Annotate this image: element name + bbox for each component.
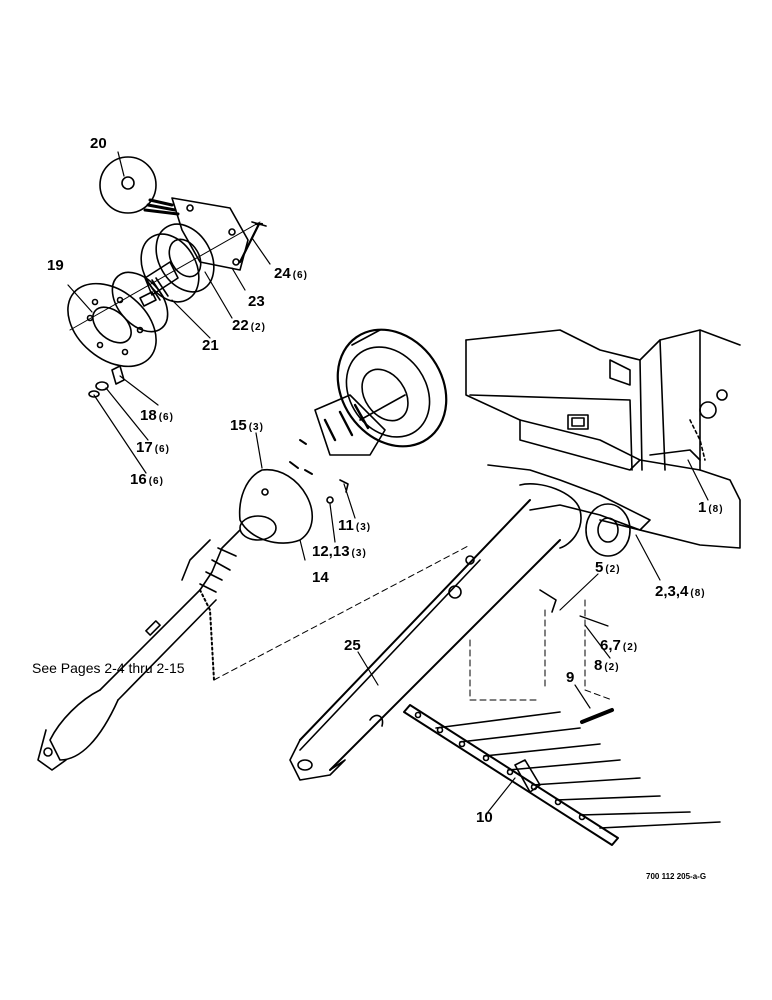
tine-bar [403,704,721,846]
callout-2-3-4: 2,3,4(8) [655,583,706,600]
callout-16: 16(6) [130,471,164,488]
callout-15: 15(3) [230,417,264,434]
callout-24: 24(6) [274,265,308,282]
hub-assembly [67,156,267,398]
see-pages-note: See Pages 2-4 thru 2-15 [32,660,185,676]
drawing-reference-number: 700 112 205-a-G [646,872,707,881]
leader-lines [67,151,709,813]
callout-9: 9 [566,669,575,686]
callout-23: 23 [248,293,265,310]
callout-21: 21 [202,337,219,354]
callout-25: 25 [344,637,361,654]
callout-19: 19 [47,257,64,274]
machine-frame [465,329,741,549]
wheel-tire [238,328,448,544]
callout-22: 22(2) [232,317,266,334]
callout-17: 17(6) [136,439,170,456]
alignment-lines [213,544,613,701]
callout-6-7: 6,7(2) [600,637,639,654]
callout-8: 8(2) [594,657,620,674]
callout-14: 14 [312,569,329,586]
callout-12-13: 12,13(3) [312,543,367,560]
callout-11: 11(3) [338,517,372,534]
callout-18: 18(6) [140,407,174,424]
callout-1: 1(8) [698,499,724,516]
callout-5: 5(2) [595,559,621,576]
tongue-frame [289,464,651,781]
callout-20: 20 [90,135,107,152]
callout-10: 10 [476,809,493,826]
pto-driveline [37,529,241,771]
